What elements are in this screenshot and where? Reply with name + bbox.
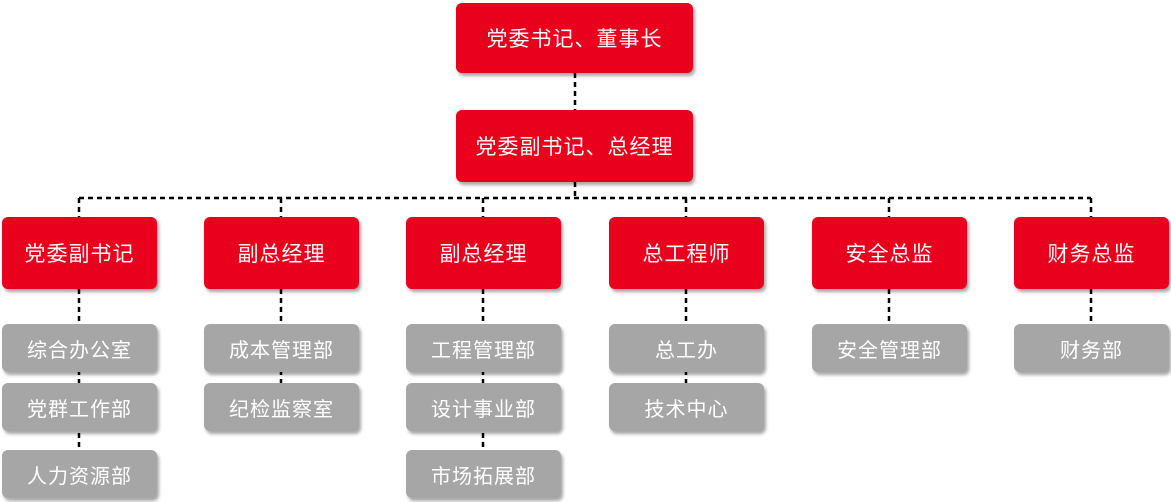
branch-label: 总工程师 bbox=[642, 242, 731, 266]
department-box: 市场拓展部 bbox=[406, 450, 561, 498]
department-box: 党群工作部 bbox=[2, 383, 157, 431]
branch-label: 党委副书记 bbox=[24, 242, 135, 266]
branch-box: 党委副书记 bbox=[2, 217, 157, 289]
top-leader-label: 党委书记、董事长 bbox=[486, 27, 663, 51]
department-label: 总工办 bbox=[655, 337, 718, 362]
department-label: 技术中心 bbox=[644, 396, 729, 421]
department-box: 安全管理部 bbox=[812, 324, 967, 372]
second-leader-label: 党委副书记、总经理 bbox=[475, 135, 674, 159]
department-label: 安全管理部 bbox=[837, 337, 942, 362]
department-label: 工程管理部 bbox=[431, 337, 536, 362]
department-box: 工程管理部 bbox=[406, 324, 561, 372]
department-box: 总工办 bbox=[609, 324, 764, 372]
department-label: 设计事业部 bbox=[431, 396, 536, 421]
branch-label: 副总经理 bbox=[439, 242, 528, 266]
branch-box: 财务总监 bbox=[1014, 217, 1169, 289]
department-label: 成本管理部 bbox=[229, 337, 334, 362]
department-box: 设计事业部 bbox=[406, 383, 561, 431]
department-box: 成本管理部 bbox=[204, 324, 359, 372]
second-leader-box: 党委副书记、总经理 bbox=[456, 110, 693, 182]
department-box: 财务部 bbox=[1014, 324, 1169, 372]
department-box: 技术中心 bbox=[609, 383, 764, 431]
department-box: 纪检监察室 bbox=[204, 383, 359, 431]
department-label: 市场拓展部 bbox=[431, 463, 536, 488]
branch-label: 安全总监 bbox=[845, 242, 934, 266]
branch-box: 总工程师 bbox=[609, 217, 764, 289]
department-label: 纪检监察室 bbox=[229, 396, 334, 421]
department-label: 人力资源部 bbox=[27, 463, 132, 488]
top-leader-box: 党委书记、董事长 bbox=[456, 3, 693, 73]
department-box: 综合办公室 bbox=[2, 324, 157, 372]
branch-box: 副总经理 bbox=[204, 217, 359, 289]
department-label: 财务部 bbox=[1060, 337, 1123, 362]
branch-box: 副总经理 bbox=[406, 217, 561, 289]
department-label: 综合办公室 bbox=[27, 337, 132, 362]
department-label: 党群工作部 bbox=[27, 396, 132, 421]
branch-label: 副总经理 bbox=[237, 242, 326, 266]
department-box: 人力资源部 bbox=[2, 450, 157, 498]
branch-box: 安全总监 bbox=[812, 217, 967, 289]
branch-label: 财务总监 bbox=[1047, 242, 1136, 266]
